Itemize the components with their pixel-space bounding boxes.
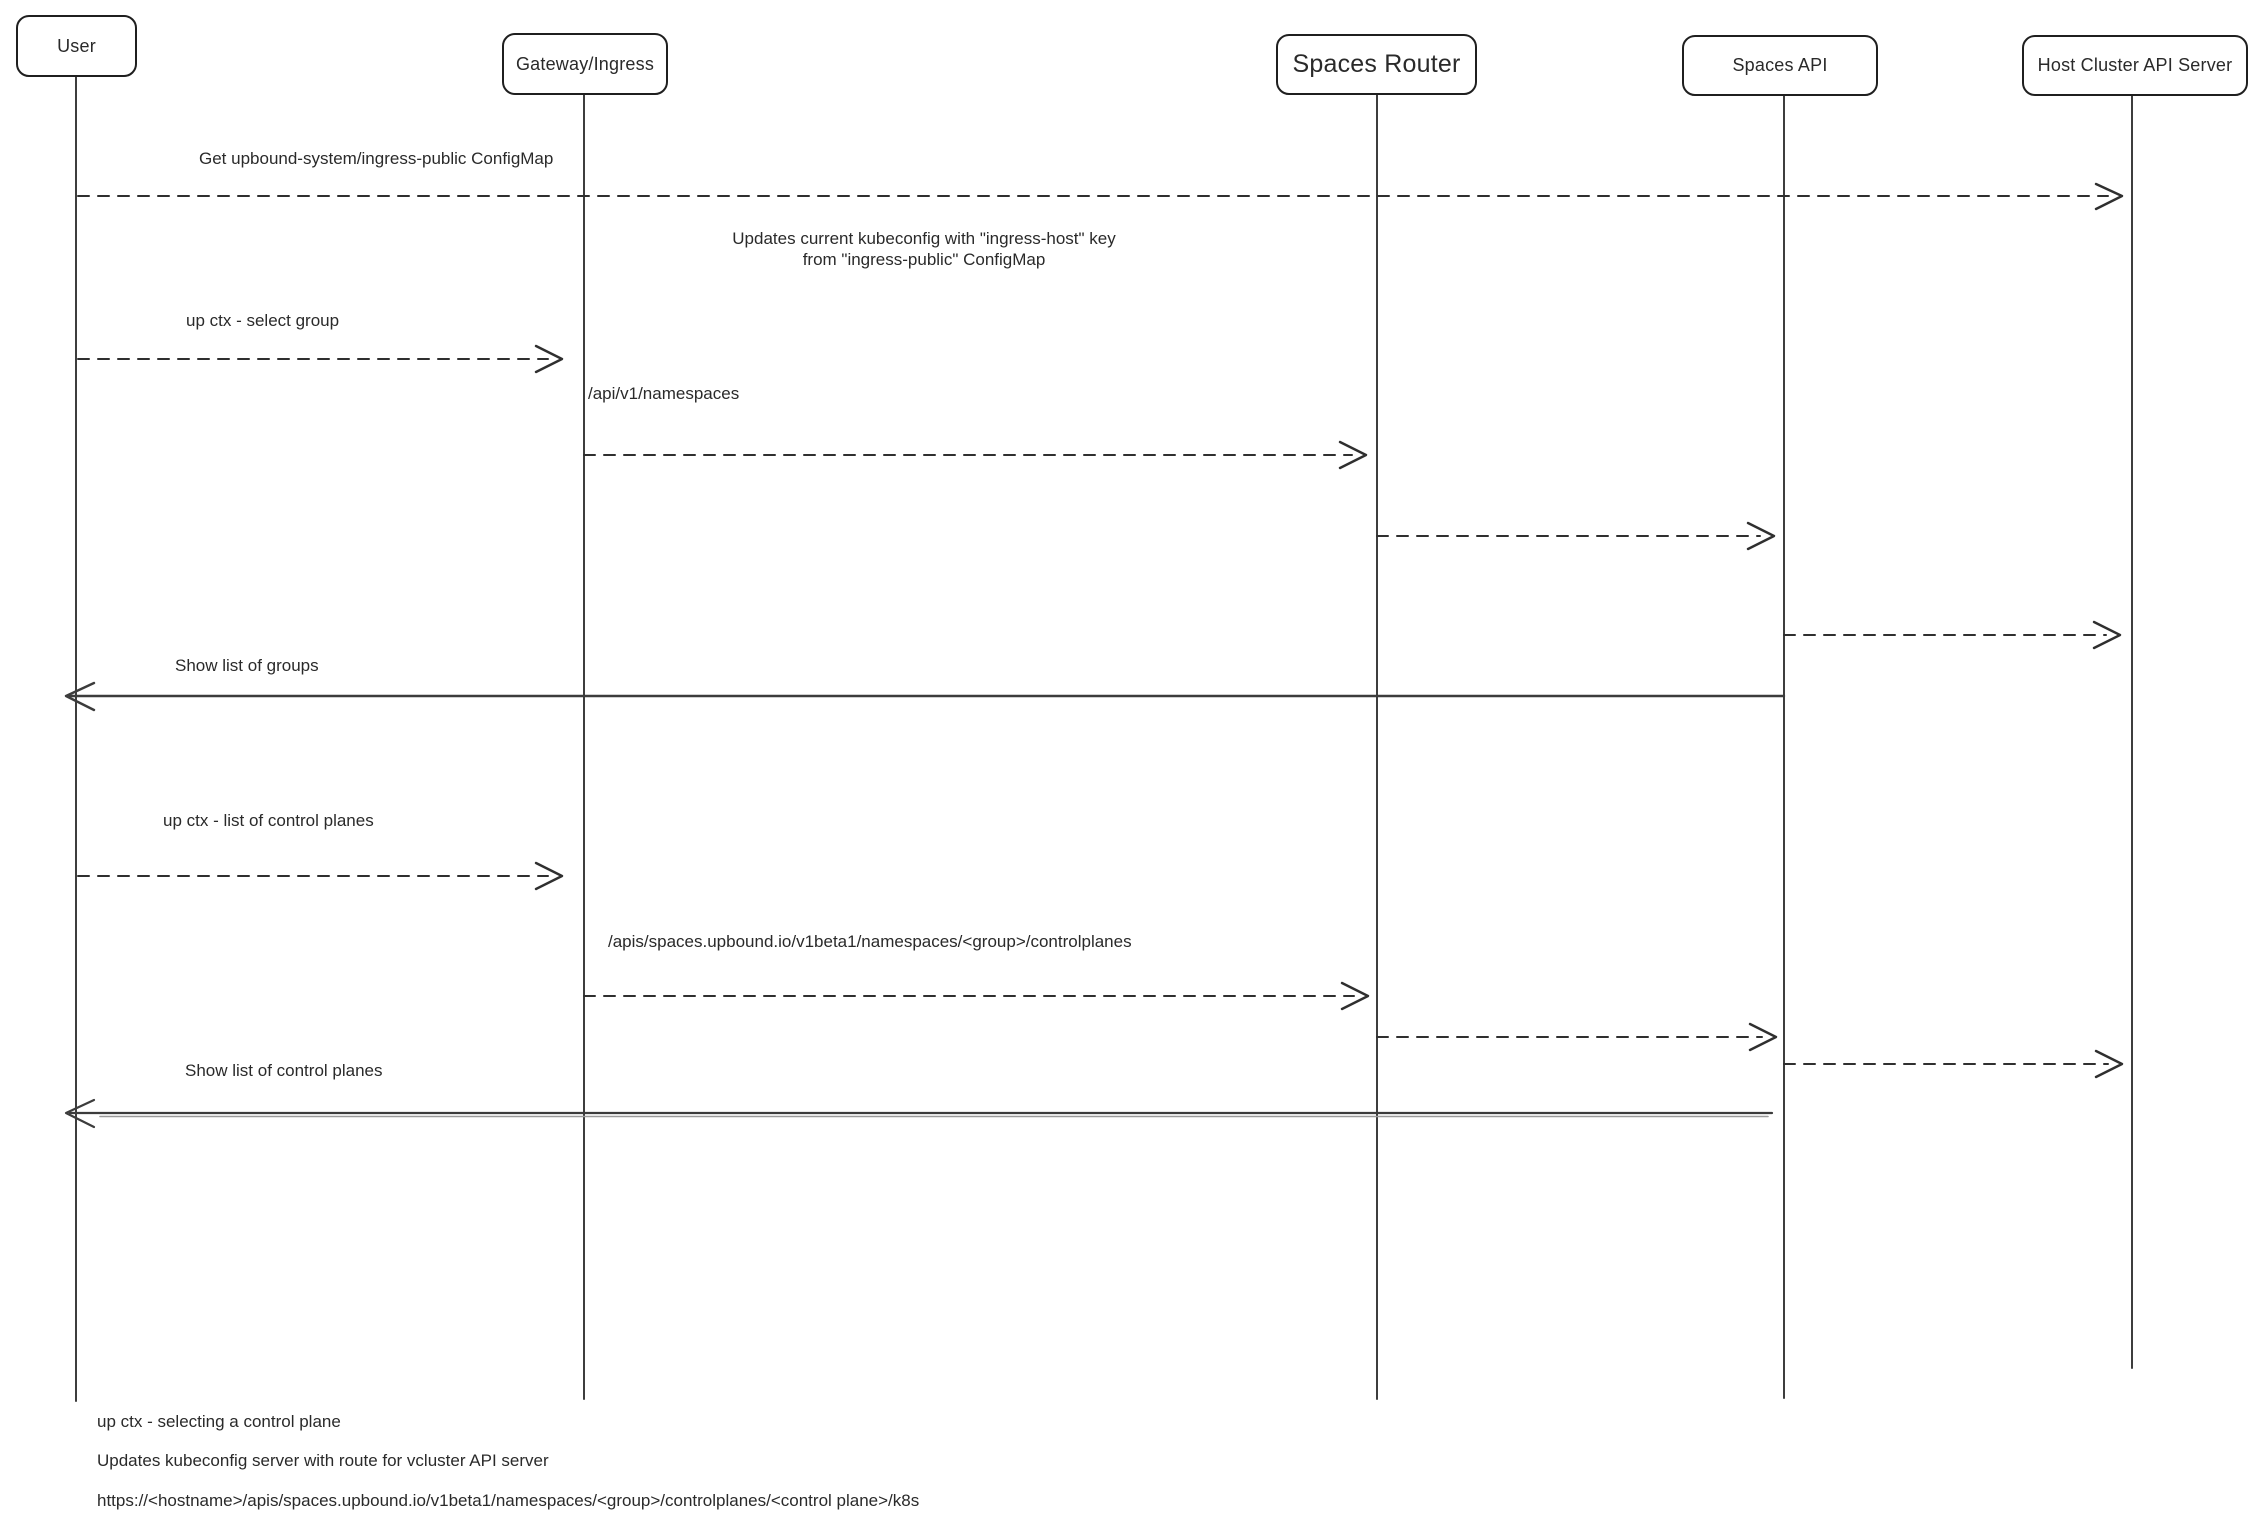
message-label-api-v1-namespaces: /api/v1/namespaces — [588, 384, 740, 403]
arrow-apis-spaces-controlplanes — [583, 981, 1370, 1011]
actor-gateway-ingress-label: Gateway/Ingress — [515, 53, 655, 74]
arrow-get-configmap — [77, 182, 2124, 211]
arrow-select-group — [77, 344, 564, 374]
footnote-updates-kubeconfig: Updates kubeconfig server with route for… — [97, 1451, 549, 1470]
actor-user-label: User — [57, 35, 96, 56]
actor-user: User — [16, 15, 137, 77]
actor-host-cluster-api-server: Host Cluster API Server — [2022, 35, 2248, 96]
arrow-router-to-api-2 — [1376, 1022, 1778, 1052]
note-kubeconfig-line2: from "ingress-public" ConfigMap — [802, 250, 1046, 269]
arrow-api-v1-namespaces — [583, 440, 1368, 470]
message-label-apis-spaces-controlplanes: /apis/spaces.upbound.io/v1beta1/namespac… — [608, 932, 1132, 951]
message-label-show-groups: Show list of groups — [175, 656, 319, 675]
actor-spaces-api-label: Spaces API — [1732, 55, 1828, 75]
arrow-router-to-api-1 — [1376, 521, 1776, 551]
message-label-get-configmap: Get upbound-system/ingress-public Config… — [199, 149, 554, 168]
arrow-show-groups — [64, 681, 1786, 712]
actor-spaces-router-label: Spaces Router — [1292, 50, 1461, 78]
actor-spaces-api: Spaces API — [1682, 35, 1878, 96]
arrow-api-to-host-2 — [1783, 1049, 2124, 1079]
message-label-select-group: up ctx - select group — [186, 311, 340, 330]
note-kubeconfig-line1: Updates current kubeconfig with "ingress… — [732, 229, 1116, 248]
message-label-list-control-planes: up ctx - list of control planes — [163, 811, 374, 830]
actor-host-cluster-api-server-label: Host Cluster API Server — [2037, 55, 2233, 75]
footnote-controlplane-url: https://<hostname>/apis/spaces.upbound.i… — [97, 1491, 920, 1510]
actor-spaces-router: Spaces Router — [1276, 34, 1477, 95]
arrow-api-to-host-1 — [1783, 620, 2122, 650]
footnote-selecting-control-plane: up ctx - selecting a control plane — [97, 1412, 341, 1431]
message-label-show-control-planes: Show list of control planes — [185, 1061, 383, 1080]
actor-gateway-ingress: Gateway/Ingress — [502, 33, 668, 95]
arrow-list-control-planes — [77, 861, 564, 891]
arrow-show-control-planes — [64, 1098, 1774, 1129]
